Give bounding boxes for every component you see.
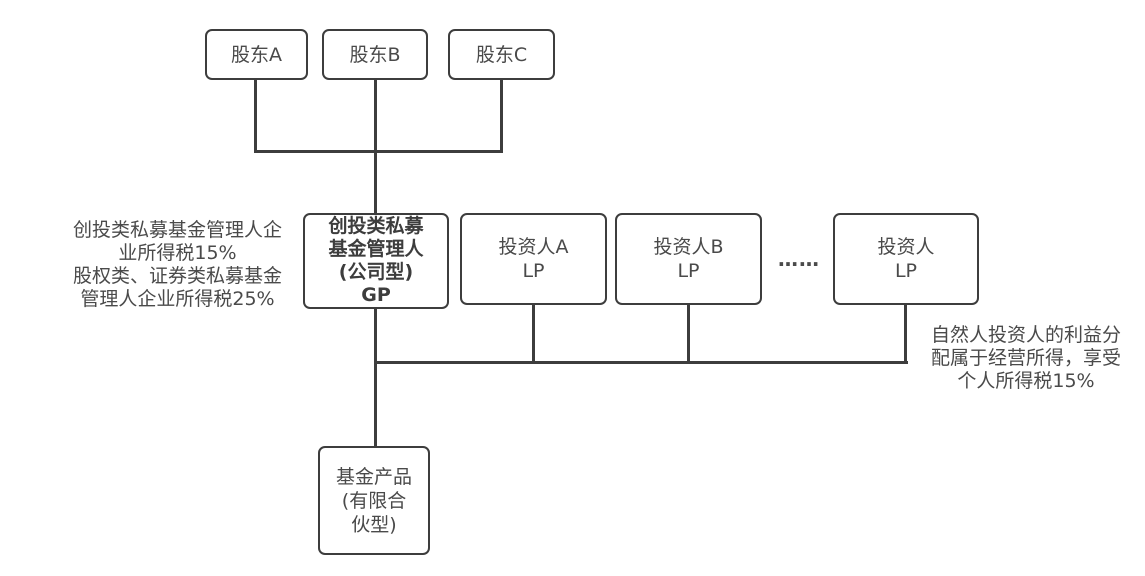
node-shareholder-a: 股东A <box>205 29 308 80</box>
connector-investors-horizontal <box>374 361 908 364</box>
connector-investor-b-down <box>687 303 690 364</box>
node-fund-product: 基金产品 (有限合 伙型) <box>318 446 430 555</box>
node-investor-a-lp: 投资人A LP <box>460 213 607 305</box>
connector-shareholder-a-down <box>254 78 257 153</box>
connector-shareholder-b-to-gp <box>374 78 377 215</box>
annotation-manager-tax: 创投类私募基金管理人企 业所得税15% 股权类、证券类私募基金 管理人企业所得税… <box>72 219 282 310</box>
connector-investor-n-down <box>904 303 907 364</box>
node-gp-fund-manager: 创投类私募 基金管理人 (公司型) GP <box>303 213 449 309</box>
connector-gp-to-fund <box>374 306 377 448</box>
node-shareholder-b: 股东B <box>322 29 428 80</box>
node-shareholder-c: 股东C <box>448 29 555 80</box>
connector-shareholder-c-down <box>500 78 503 153</box>
connector-investor-a-down <box>532 303 535 364</box>
investors-ellipsis: …… <box>778 247 820 271</box>
connector-shareholders-horizontal <box>254 150 503 153</box>
annotation-investor-tax: 自然人投资人的利益分 配属于经营所得，享受 个人所得税15% <box>930 324 1121 392</box>
node-investor-n-lp: 投资人 LP <box>833 213 979 305</box>
node-investor-b-lp: 投资人B LP <box>615 213 762 305</box>
